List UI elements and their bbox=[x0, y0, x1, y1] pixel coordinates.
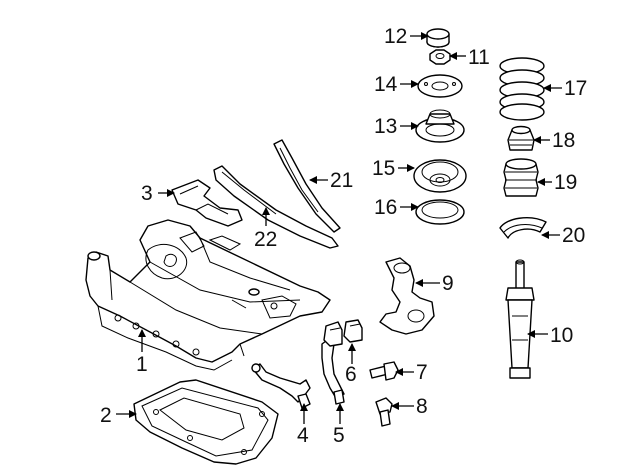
part-strut[interactable] bbox=[505, 259, 535, 379]
callout-3[interactable]: 3 bbox=[141, 182, 153, 205]
callout-16[interactable]: 16 bbox=[374, 196, 397, 219]
callout-18[interactable]: 18 bbox=[552, 129, 575, 152]
callout-8[interactable]: 8 bbox=[416, 395, 428, 418]
part-steering-knuckle[interactable] bbox=[379, 257, 435, 335]
part-link[interactable] bbox=[375, 397, 393, 427]
part-subframe[interactable] bbox=[85, 219, 331, 371]
part-strut-bar-22[interactable] bbox=[213, 165, 339, 249]
part-cap[interactable] bbox=[426, 28, 450, 48]
callout-4[interactable]: 4 bbox=[297, 424, 309, 447]
callout-14[interactable]: 14 bbox=[374, 73, 398, 96]
part-splash-shield[interactable] bbox=[133, 379, 279, 465]
callout-10[interactable]: 10 bbox=[550, 324, 573, 347]
part-bracket[interactable] bbox=[171, 179, 243, 227]
part-spring-pad[interactable] bbox=[415, 199, 465, 225]
part-brace-rod-21[interactable] bbox=[273, 139, 341, 233]
callout-20[interactable]: 20 bbox=[562, 224, 585, 247]
part-nut[interactable] bbox=[429, 49, 451, 65]
part-bolt[interactable] bbox=[369, 361, 399, 381]
part-plate[interactable] bbox=[417, 74, 463, 98]
callout-2[interactable]: 2 bbox=[100, 404, 112, 427]
part-bump-stop[interactable] bbox=[507, 125, 535, 151]
callout-1[interactable]: 1 bbox=[136, 353, 148, 376]
callout-12[interactable]: 12 bbox=[384, 25, 407, 48]
callout-11[interactable]: 11 bbox=[468, 46, 490, 69]
callout-22[interactable]: 22 bbox=[254, 228, 277, 251]
callout-6[interactable]: 6 bbox=[345, 363, 357, 386]
part-strut-mount[interactable] bbox=[415, 109, 465, 143]
leader-lines bbox=[116, 32, 562, 424]
callout-19[interactable]: 19 bbox=[554, 171, 577, 194]
part-bushings[interactable] bbox=[323, 319, 363, 347]
part-tension-strut[interactable] bbox=[321, 337, 345, 405]
callout-21[interactable]: 21 bbox=[330, 169, 353, 192]
callout-7[interactable]: 7 bbox=[416, 361, 428, 384]
part-coil-spring[interactable] bbox=[499, 57, 545, 121]
part-spring-isolator[interactable] bbox=[499, 217, 547, 239]
callout-17[interactable]: 17 bbox=[564, 77, 587, 100]
callout-5[interactable]: 5 bbox=[333, 424, 345, 447]
part-spring-seat-15[interactable] bbox=[413, 159, 467, 193]
callout-labels: 1 2 3 4 5 6 7 8 9 10 11 12 13 14 15 16 1… bbox=[100, 25, 587, 447]
callout-9[interactable]: 9 bbox=[442, 272, 454, 295]
part-dust-boot[interactable] bbox=[503, 158, 539, 197]
callout-15[interactable]: 15 bbox=[372, 157, 395, 180]
callout-13[interactable]: 13 bbox=[374, 115, 397, 138]
